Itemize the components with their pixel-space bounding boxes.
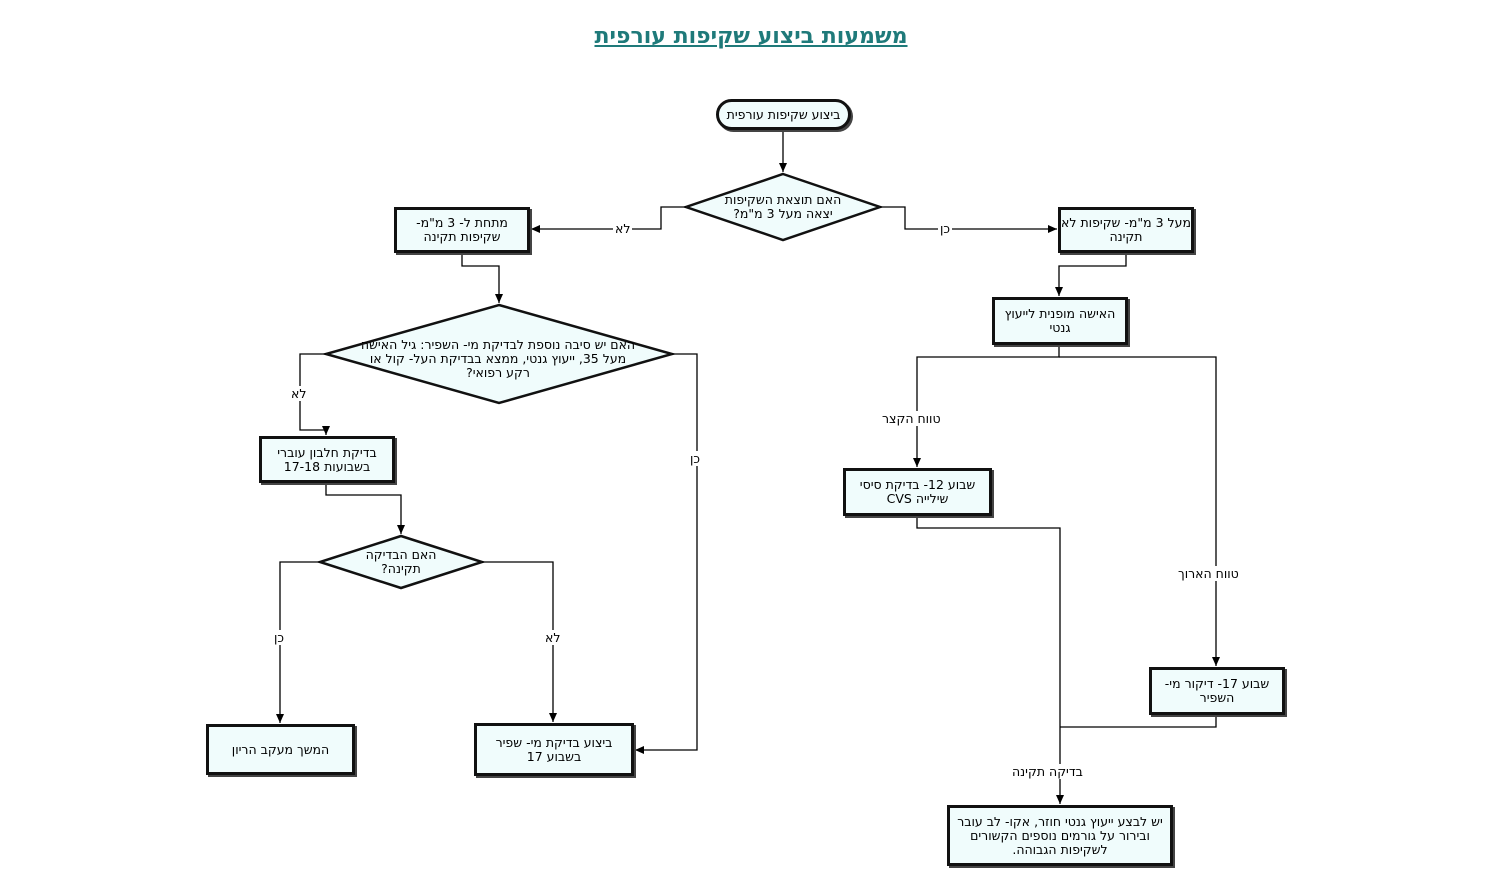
start-terminal-text: ביצוע שקיפות עורפית	[726, 106, 841, 122]
connector-referral-split	[913, 344, 1060, 467]
label-q2-yes: כן	[688, 451, 703, 466]
connector-afp-q3	[325, 482, 405, 534]
afp-test-box: בדיקת חלבון עוברי בשבועות 17-18	[259, 436, 395, 483]
decision-diamond-q3	[315, 534, 487, 590]
label-q3-yes: כן	[272, 630, 287, 645]
decision-q3-text: האם הבדיקה תקינה?	[365, 547, 437, 576]
connector-q3-no	[482, 561, 557, 722]
label-q3-no: לא	[543, 630, 563, 645]
connector-amnio17-final	[1060, 714, 1217, 728]
connector-q2-no	[299, 353, 330, 435]
amnio-week17-text: שבוע 17- דיקור מי- השפיר	[1164, 676, 1270, 705]
below3-normal-box: מתחת ל- 3 מ"מ- שקיפות תקינה	[394, 207, 530, 253]
label-long-range: טווח הארוך	[1176, 566, 1241, 581]
connector-q1-no	[531, 206, 686, 233]
genetic-referral-box: האישה מופנית לייעוץ גנטי	[992, 297, 1128, 345]
label-normal-test: בדיקה תקינה	[1010, 764, 1085, 779]
above3-abnormal-text: מעל 3 מ"מ- שקיפות לא תקינה	[1061, 215, 1191, 244]
connector-q2-yes	[635, 353, 698, 754]
do-amnio-box: ביצוע בדיקת מי- שפיר בשבוע 17	[474, 723, 634, 776]
connector-below3-q2	[461, 252, 503, 303]
cvs-week12-text: שבוע 12- בדיקת סיסי שילייה CVS	[859, 477, 976, 506]
amnio-week17-box: שבוע 17- דיקור מי- השפיר	[1149, 667, 1285, 715]
above3-abnormal-box: מעל 3 מ"מ- שקיפות לא תקינה	[1058, 207, 1194, 253]
do-amnio-text: ביצוע בדיקת מי- שפיר בשבוע 17	[495, 734, 613, 764]
label-q1-no: לא	[613, 221, 633, 236]
label-short-range: טווח הקצר	[880, 411, 943, 426]
connector-above3-referral	[1055, 252, 1127, 296]
final-recommendation-box: יש לבצע ייעוץ גנטי חוזר, אקו- לב עובר וב…	[947, 805, 1173, 866]
connector-q1-yes	[880, 206, 1057, 233]
decision-diamond-q2	[321, 303, 677, 405]
connector-referral-long	[1059, 356, 1220, 666]
afp-test-text: בדיקת חלבון עוברי בשבועות 17-18	[277, 444, 377, 474]
label-q1-yes: כן	[938, 221, 953, 236]
connector-cvs-final	[916, 515, 1064, 804]
connector-q3-yes	[276, 561, 320, 723]
page-title: משמעות ביצוע שקיפות עורפית	[594, 24, 908, 49]
genetic-referral-text: האישה מופנית לייעוץ גנטי	[1004, 306, 1116, 335]
decision-q1-text: האם תוצאת השקיפות יצאה מעל 3 מ"מ?	[724, 192, 842, 221]
below3-normal-text: מתחת ל- 3 מ"מ- שקיפות תקינה	[416, 215, 508, 244]
start-terminal: ביצוע שקיפות עורפית	[716, 99, 851, 130]
decision-q2-text: האם יש סיבה נוספת לבדיקת מי- השפיר: גיל …	[360, 337, 636, 380]
cvs-week12-box: שבוע 12- בדיקת סיסי שילייה CVS	[843, 468, 992, 516]
label-q2-no: לא	[289, 386, 309, 401]
decision-diamond-q1	[682, 172, 884, 242]
final-recommendation-text: יש לבצע ייעוץ גנטי חוזר, אקו- לב עובר וב…	[957, 813, 1163, 857]
continue-followup-text: המשך מעקב הריון	[231, 741, 330, 757]
continue-followup-box: המשך מעקב הריון	[206, 724, 355, 775]
